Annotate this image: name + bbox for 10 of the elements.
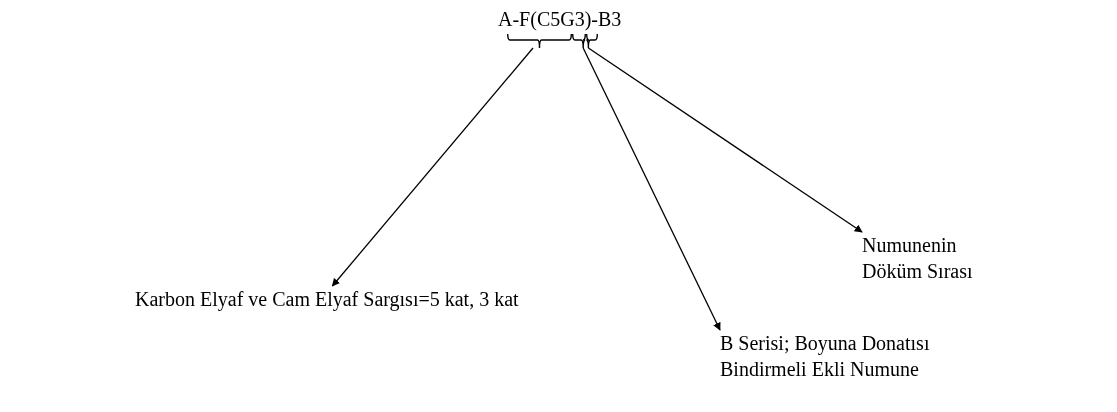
description-text: Karbon Elyaf ve Cam Elyaf Sargısı=5 kat, 3 kat	[135, 287, 520, 312]
leader-arrow	[582, 47, 721, 331]
curly-brace	[572, 34, 586, 48]
specimen-code: A-F(C5G3)-B3	[498, 7, 622, 32]
description-text: Numunenin Döküm Sırası	[862, 233, 974, 284]
curly-brace	[507, 34, 572, 48]
curly-brace	[586, 34, 598, 48]
leader-arrow	[587, 47, 863, 233]
leader-arrow	[331, 47, 534, 287]
description-text: B Serisi; Boyuna Donatısı Bindirmeli Ekli Numune	[720, 331, 931, 382]
